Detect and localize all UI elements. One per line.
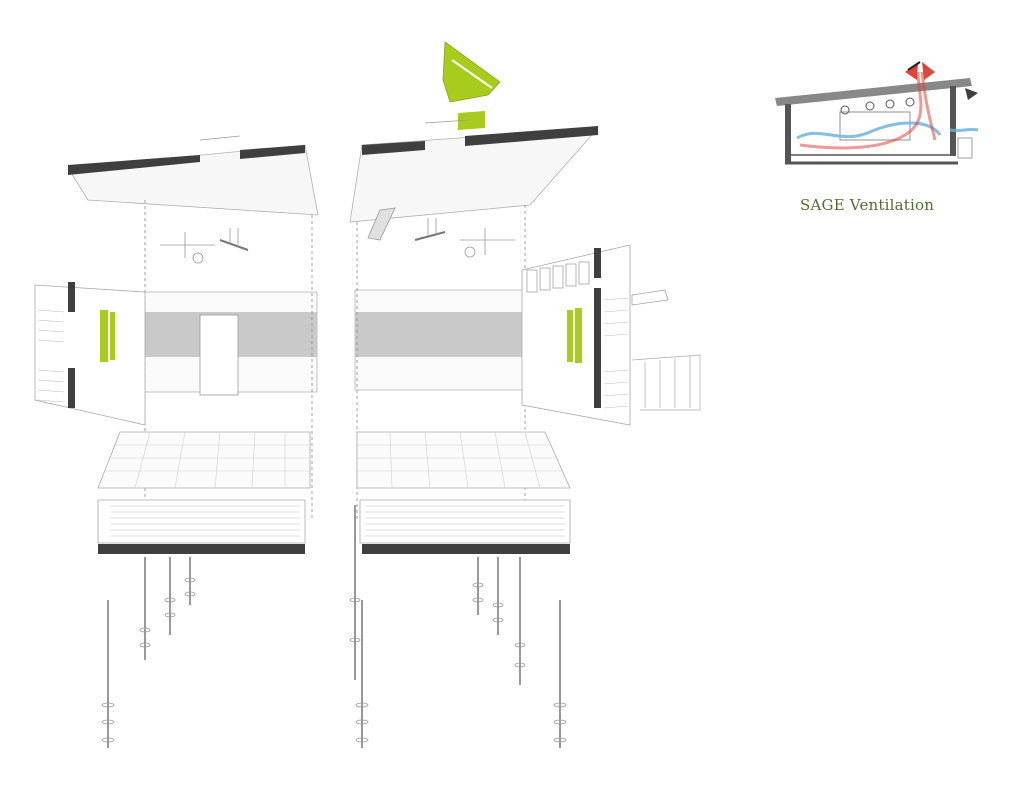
left-ceiling-fixtures xyxy=(160,228,249,264)
right-ceiling-fixtures xyxy=(414,218,515,258)
left-floor-joists xyxy=(97,499,306,554)
screw-pile-icon xyxy=(184,557,196,605)
screw-pile-icon xyxy=(355,600,369,748)
light-fixture-icon xyxy=(219,228,249,251)
screw-pile-icon xyxy=(514,557,526,685)
left-side-wall xyxy=(34,282,146,426)
ceiling-fan-icon xyxy=(460,228,515,258)
right-module xyxy=(349,41,701,748)
right-interior-walls xyxy=(354,205,526,520)
left-floor-grid xyxy=(97,431,311,489)
screw-pile-icon xyxy=(349,505,361,680)
screw-pile-icon xyxy=(101,600,115,748)
right-roof-panel xyxy=(349,126,599,241)
left-screw-piles xyxy=(101,557,196,748)
screw-pile-icon xyxy=(492,557,504,635)
screw-pile-icon xyxy=(472,557,484,615)
ventilation-section-diagram xyxy=(775,61,979,165)
right-screw-piles xyxy=(349,505,567,748)
ceiling-fan-icon xyxy=(160,232,215,264)
screw-pile-icon xyxy=(553,600,567,748)
vent-arrow-icon xyxy=(905,62,935,80)
roof-vent-green xyxy=(424,41,501,130)
left-interior-walls xyxy=(141,200,318,520)
left-green-window xyxy=(100,310,115,362)
screw-pile-icon xyxy=(164,557,176,635)
exterior-stair xyxy=(631,289,701,411)
light-fixture-icon xyxy=(414,218,446,241)
left-roof-panel xyxy=(67,135,319,216)
exhaust-duct xyxy=(367,207,396,241)
right-floor-grid xyxy=(356,431,571,489)
ventilation-caption: SAGE Ventilation xyxy=(800,196,935,214)
screw-pile-icon xyxy=(139,557,151,660)
right-side-wall xyxy=(521,244,631,426)
left-module xyxy=(34,135,319,748)
right-green-window xyxy=(567,308,582,363)
right-floor-joists xyxy=(359,499,571,554)
